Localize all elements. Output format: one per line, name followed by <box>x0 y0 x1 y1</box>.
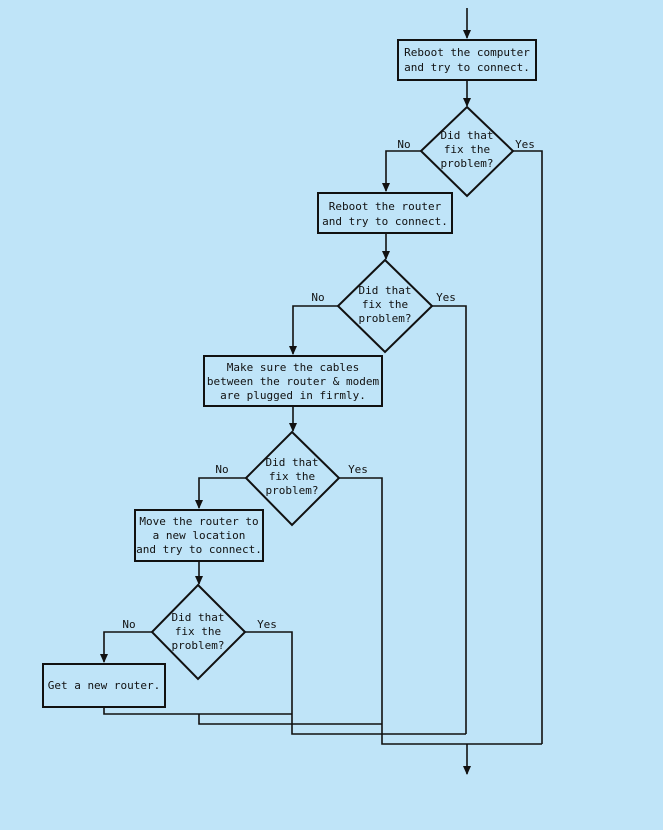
decision-1: Did that fix the problem? No Yes <box>397 105 535 198</box>
decision-line: fix the <box>175 625 221 638</box>
process-box-reboot-router: Reboot the router and try to connect. <box>317 192 453 234</box>
merge-line-1 <box>103 707 292 715</box>
connectors <box>100 8 543 775</box>
decision-3: Did that fix the problem? No Yes <box>215 430 368 527</box>
decision-line: Did that <box>359 284 412 297</box>
decision-line: fix the <box>269 470 315 483</box>
decision1-yes-path <box>513 150 543 744</box>
yes-label: Yes <box>348 463 368 476</box>
no-label: No <box>122 618 135 631</box>
decision3-no-path <box>195 477 246 509</box>
decision2-yes-path <box>432 305 467 734</box>
decision-line: fix the <box>362 298 408 311</box>
yes-label: Yes <box>436 291 456 304</box>
box-line: and try to connect. <box>404 61 530 74</box>
decision-line: problem? <box>441 157 494 170</box>
box-line: Get a new router. <box>48 679 161 692</box>
decision-line: fix the <box>444 143 490 156</box>
decision-line: Did that <box>172 611 225 624</box>
decision-line: Did that <box>266 456 319 469</box>
box-line: Make sure the cables <box>227 361 359 374</box>
decision-4: Did that fix the problem? No Yes <box>122 583 277 681</box>
merge-line-2 <box>198 714 382 725</box>
no-label: No <box>311 291 324 304</box>
box-line: Reboot the computer <box>404 46 530 59</box>
decision2-no-path <box>289 305 338 355</box>
box-line: Move the router to <box>139 515 258 528</box>
merge-line-3 <box>291 714 466 735</box>
box-line: and try to connect. <box>136 543 262 556</box>
box-line: Reboot the router <box>329 200 442 213</box>
decision-line: Did that <box>441 129 494 142</box>
box-line: are plugged in firmly. <box>220 389 366 402</box>
process-box-reboot-computer: Reboot the computer and try to connect. <box>397 39 537 81</box>
box-line: a new location <box>153 529 246 542</box>
no-label: No <box>215 463 228 476</box>
box-line: between the router & modem <box>207 375 380 388</box>
process-box-move-router: Move the router to a new location and tr… <box>134 509 264 562</box>
decision-2: Did that fix the problem? No Yes <box>311 258 456 354</box>
decision1-no-path <box>382 150 421 192</box>
merge-line-4 <box>381 724 542 745</box>
decision-line: problem? <box>172 639 225 652</box>
decision-line: problem? <box>359 312 412 325</box>
box-line: and try to connect. <box>322 215 448 228</box>
yes-label: Yes <box>515 138 535 151</box>
yes-label: Yes <box>257 618 277 631</box>
process-box-check-cables: Make sure the cables between the router … <box>203 355 383 407</box>
process-box-new-router: Get a new router. <box>42 663 166 708</box>
decision-line: problem? <box>266 484 319 497</box>
decision3-yes-path <box>339 477 383 724</box>
decision4-no-path <box>100 631 152 663</box>
decision4-yes-path <box>245 631 293 714</box>
no-label: No <box>397 138 410 151</box>
